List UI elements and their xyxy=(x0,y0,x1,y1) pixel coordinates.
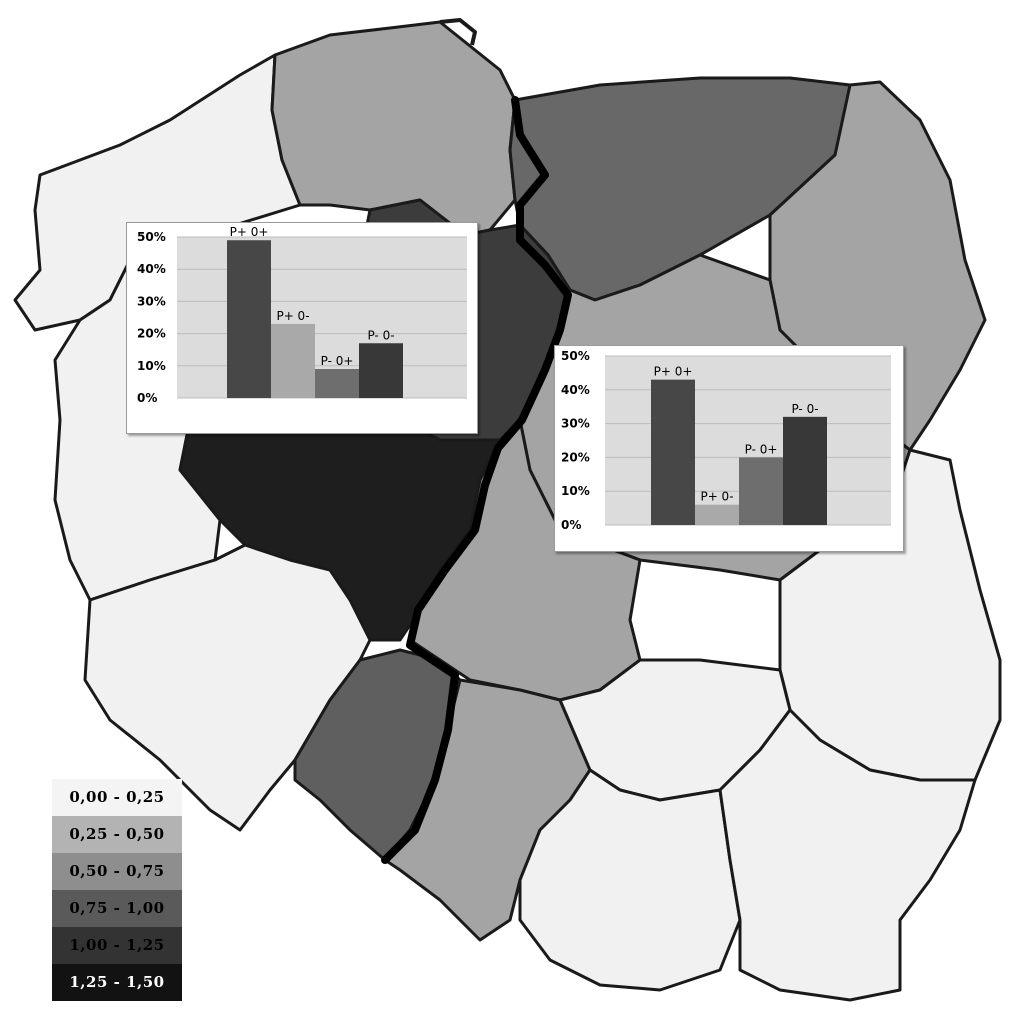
bar-label: P+ 0+ xyxy=(654,365,693,379)
y-tick-label: 20% xyxy=(137,327,166,341)
y-tick-label: 10% xyxy=(561,484,590,498)
bar-label: P- 0- xyxy=(367,328,394,342)
y-tick-label: 0% xyxy=(561,518,581,532)
y-tick-label: 10% xyxy=(137,359,166,373)
divider-line xyxy=(381,96,572,864)
bar-label: P+ 0- xyxy=(700,490,733,504)
bar-chart-left: 0% 10% 20% 30% 40% 50% P+ 0+ P+ 0- P- 0+ P- 0- xyxy=(137,225,467,405)
y-tick-label: 40% xyxy=(137,262,166,276)
bar xyxy=(315,369,359,398)
y-tick-label: 20% xyxy=(561,450,590,464)
hel-peninsula xyxy=(439,18,477,46)
chart-box-right: 0% 10% 20% 30% 40% 50% P+ 0+ P+ 0- P- 0+ P- 0- xyxy=(554,345,904,552)
y-tick-label: 50% xyxy=(137,230,166,244)
legend-item-0: 0,00 - 0,25 xyxy=(52,779,182,816)
y-tick-label: 30% xyxy=(137,294,166,308)
y-tick-label: 40% xyxy=(561,383,590,397)
bar-label: P- 0- xyxy=(791,402,818,416)
bar xyxy=(359,343,403,398)
legend-item-2: 0,50 - 0,75 xyxy=(52,853,182,890)
legend-item-3: 0,75 - 1,00 xyxy=(52,890,182,927)
bar xyxy=(271,323,315,398)
legend-item-4: 1,00 - 1,25 xyxy=(52,927,182,964)
region-pomeranian xyxy=(270,20,517,237)
bar-label: P+ 0+ xyxy=(230,225,269,239)
legend-item-1: 0,25 - 0,50 xyxy=(52,816,182,853)
chart-box-left: 0% 10% 20% 30% 40% 50% P+ 0+ P+ 0- P- 0+ P- 0- xyxy=(126,222,478,434)
bar xyxy=(227,240,271,398)
bar xyxy=(783,416,827,525)
bar-label: P- 0+ xyxy=(745,442,778,456)
y-tick-label: 0% xyxy=(137,391,157,405)
region-subcarpathian xyxy=(718,708,977,1002)
bar-chart-right: 0% 10% 20% 30% 40% 50% P+ 0+ P+ 0- P- 0+ P- 0- xyxy=(561,349,891,532)
legend-item-5: 1,25 - 1,50 xyxy=(52,964,182,1001)
y-tick-label: 30% xyxy=(561,417,590,431)
legend: 0,00 - 0,25 0,25 - 0,50 0,50 - 0,75 0,75… xyxy=(52,779,182,1001)
bar-label: P- 0+ xyxy=(321,354,354,368)
y-tick-label: 50% xyxy=(561,349,590,363)
bar xyxy=(739,457,783,525)
bar xyxy=(651,379,695,525)
bar-label: P+ 0- xyxy=(276,309,309,323)
bar xyxy=(695,504,739,525)
